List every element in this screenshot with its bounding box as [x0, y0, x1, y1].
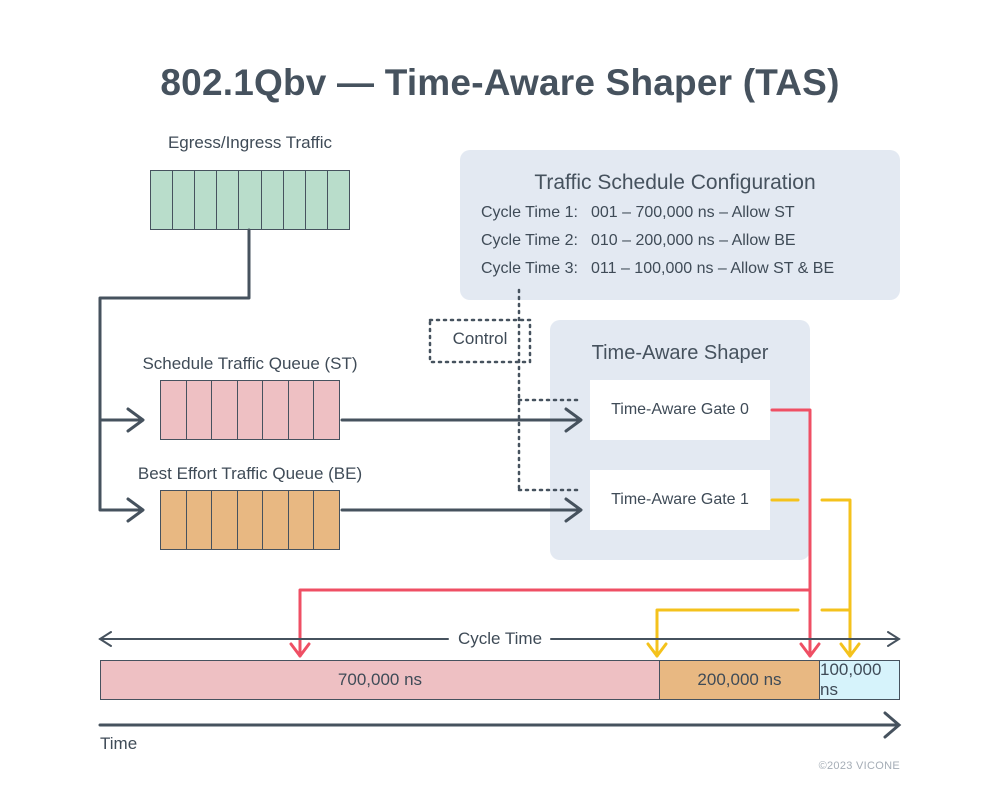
st-queue-buffer [160, 380, 340, 440]
st-queue-cell [161, 381, 187, 439]
timeline-segment-label: 700,000 ns [337, 670, 423, 689]
traffic-source-label: Egress/Ingress Traffic [167, 133, 333, 152]
be-queue-cell [238, 491, 264, 549]
config-row-2-value: 010 – 200,000 ns – Allow BE [591, 232, 796, 249]
time-aware-gate-0: Time-Aware Gate 0 [590, 380, 770, 440]
st-arrow-100k [799, 642, 821, 658]
timeline-segment-label: 200,000 ns [697, 670, 782, 689]
control-label: Control [452, 329, 508, 348]
timeline-segment-label: 100,000 ns [820, 660, 882, 699]
traffic-schedule-panel: Traffic Schedule Configuration Cycle Tim… [460, 150, 900, 300]
time-aware-shaper-title: Time-Aware Shaper [591, 342, 769, 364]
st-queue-arrowhead [126, 407, 145, 433]
gate-0-arrowhead [564, 407, 583, 433]
be-output-line-b [820, 498, 852, 658]
st-queue-cell [187, 381, 213, 439]
traffic-source-cell [173, 171, 196, 229]
config-row-2-name: Cycle Time 2: [481, 232, 578, 249]
config-row-1-value: 001 – 700,000 ns – Allow ST [591, 204, 795, 221]
cycle-arrow-left [98, 631, 112, 647]
be-arrow-200k [646, 642, 668, 658]
traffic-source-buffer [150, 170, 350, 230]
traffic-source-cell [262, 171, 284, 229]
traffic-source-cell [217, 171, 240, 229]
traffic-source-cell [151, 171, 174, 229]
cycle-timeline: 700,000 ns 200,000 ns 100,000 ns [100, 660, 900, 700]
cycle-time-label: Cycle Time [457, 629, 543, 648]
traffic-source-cell [195, 171, 218, 229]
copyright-text: ©2023 VICONE [818, 760, 900, 772]
time-axis-label: Time [100, 734, 138, 753]
config-row-3-value: 011 – 100,000 ns – Allow ST & BE [591, 260, 835, 277]
source-connector-line [98, 228, 251, 512]
traffic-schedule-title: Traffic Schedule Configuration [534, 171, 816, 194]
st-feed-700k [298, 588, 812, 658]
config-row-3-name: Cycle Time 3: [481, 260, 578, 277]
be-queue-cell [289, 491, 315, 549]
be-queue-label: Best Effort Traffic Queue (BE) [137, 464, 363, 483]
st-output-line [770, 408, 812, 658]
st-queue-cell [238, 381, 264, 439]
gate-1-arrowhead [564, 497, 583, 523]
page-title: 802.1Qbv — Time-Aware Shaper (TAS) [160, 62, 840, 103]
be-queue-cell [212, 491, 238, 549]
timeline-segment-1: 700,000 ns [100, 660, 660, 700]
timeline-segment-2: 200,000 ns [660, 660, 820, 700]
be-queue-cell [187, 491, 213, 549]
control-box-border [428, 318, 532, 364]
cycle-arrow-right [887, 631, 901, 647]
be-queue-arrowhead [126, 497, 145, 523]
timeline-segment-3: 100,000 ns [820, 660, 900, 700]
st-queue-cell [212, 381, 238, 439]
st-queue-cell [263, 381, 289, 439]
be-feed-b [655, 608, 800, 658]
be-queue-cell [263, 491, 289, 549]
st-queue-label: Schedule Traffic Queue (ST) [142, 354, 358, 373]
time-aware-gate-1: Time-Aware Gate 1 [590, 470, 770, 530]
traffic-source-cell [284, 171, 306, 229]
be-queue-cell [161, 491, 187, 549]
time-axis-arrowhead [883, 711, 902, 739]
traffic-source-cell [239, 171, 262, 229]
st-arrow-700k [289, 642, 311, 658]
st-queue-cell [289, 381, 315, 439]
be-arrow-100k [839, 642, 861, 658]
traffic-source-cell [306, 171, 328, 229]
be-queue-buffer [160, 490, 340, 550]
config-row-1-name: Cycle Time 1: [481, 204, 578, 221]
